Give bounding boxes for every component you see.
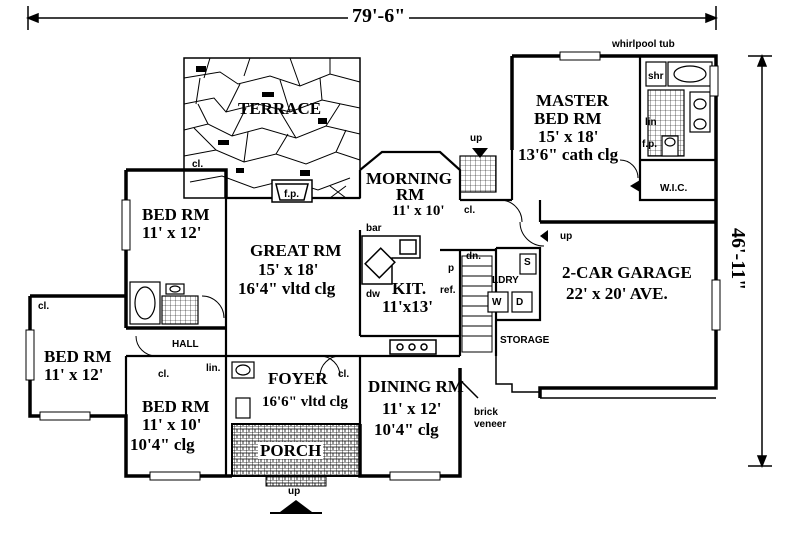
great-room-size: 15' x 18' bbox=[258, 260, 319, 279]
veneer-label: veneer bbox=[474, 419, 507, 430]
morning-label-1: MORNING bbox=[366, 169, 452, 188]
garage-size: 22' x 20' AVE. bbox=[566, 284, 668, 303]
master-lin-label: lin bbox=[645, 117, 657, 128]
dryer-label: D bbox=[516, 297, 524, 308]
laundry-label: LDRY bbox=[492, 275, 519, 286]
morning-label-2: RM bbox=[396, 185, 425, 204]
hall-bath-fixtures bbox=[129, 281, 199, 325]
terrace-fireplace bbox=[271, 179, 313, 203]
closet-stair-label: cl. bbox=[464, 205, 476, 216]
terrace-label: TERRACE bbox=[238, 99, 322, 118]
bed-w-label: BED RM bbox=[44, 347, 112, 366]
master-fp-label: f.p. bbox=[642, 139, 657, 150]
sink-label: S bbox=[524, 257, 531, 268]
great-room-label: GREAT RM bbox=[250, 241, 342, 260]
terrace-stone-pattern bbox=[183, 57, 361, 199]
kitchen-size: 11'x13' bbox=[382, 297, 434, 316]
master-bed-label-1: MASTER bbox=[536, 91, 609, 110]
brick-label: brick bbox=[474, 407, 498, 418]
shower-label: shr bbox=[648, 71, 664, 82]
width-dimension-label: 79'-6" bbox=[348, 6, 410, 26]
dining-size: 11' x 12' bbox=[382, 399, 442, 418]
chimney bbox=[459, 155, 497, 193]
wic-label: W.I.C. bbox=[660, 183, 688, 194]
refrigerator-label: ref. bbox=[440, 285, 456, 296]
entry-arrow-icon bbox=[280, 500, 312, 512]
hall-linen-label: lin. bbox=[206, 363, 221, 374]
dining-label: DINING RM bbox=[368, 377, 464, 396]
stair-down-label: dn. bbox=[466, 251, 481, 262]
bed-s-ceiling: 10'4" clg bbox=[130, 435, 195, 454]
laundry-fixtures bbox=[487, 253, 537, 313]
garage-up-label: up bbox=[560, 231, 573, 242]
master-bath-fixtures bbox=[645, 61, 713, 157]
bar-label: bar bbox=[366, 223, 382, 234]
storage-label: STORAGE bbox=[500, 335, 550, 346]
porch-step bbox=[265, 475, 327, 487]
closet-foyer-label: cl. bbox=[338, 369, 350, 380]
depth-dimension-label: 46'-11" bbox=[727, 224, 749, 295]
stair-up-label: up bbox=[470, 133, 483, 144]
garage-label: 2-CAR GARAGE bbox=[562, 263, 692, 282]
bed-nw-size: 11' x 12' bbox=[142, 223, 202, 242]
closet-nw-label: cl. bbox=[192, 159, 204, 170]
powder-room-fixtures bbox=[231, 361, 255, 419]
overall-depth-dimension bbox=[748, 53, 772, 469]
foyer-ceiling: 16'6" vltd clg bbox=[262, 394, 348, 410]
kitchen-island bbox=[361, 235, 437, 355]
hall-label: HALL bbox=[172, 339, 199, 350]
dining-ceiling: 10'4" clg bbox=[374, 420, 439, 439]
dishwasher-label: dw bbox=[366, 289, 380, 300]
master-bed-label-2: BED RM bbox=[534, 109, 602, 128]
master-bed-ceiling: 13'6" cath clg bbox=[518, 145, 619, 164]
closet-w-label: cl. bbox=[38, 301, 50, 312]
great-room-ceiling: 16'4" vltd clg bbox=[238, 279, 336, 298]
garage-up-arrow-icon bbox=[540, 230, 548, 242]
pantry-label: p bbox=[448, 263, 455, 274]
door-swings bbox=[135, 159, 639, 377]
master-bed-size: 15' x 18' bbox=[538, 127, 599, 146]
closet-bed-s-label: cl. bbox=[158, 369, 170, 380]
stair-up-arrow-icon bbox=[472, 148, 488, 158]
bed-s-size: 11' x 10' bbox=[142, 415, 202, 434]
kitchen-label: KIT. bbox=[392, 279, 427, 298]
foyer-label: FOYER bbox=[268, 369, 328, 388]
porch-label: PORCH bbox=[258, 441, 324, 460]
bed-w-size: 11' x 12' bbox=[44, 365, 104, 384]
terrace-fp-label: f.p. bbox=[284, 189, 299, 200]
whirlpool-tub-label: whirlpool tub bbox=[612, 39, 675, 50]
garage-steps bbox=[459, 356, 716, 399]
morning-size: 11' x 10' bbox=[392, 203, 445, 219]
master-closet-arrow-icon bbox=[630, 180, 640, 192]
windows bbox=[25, 51, 721, 481]
bed-s-label: BED RM bbox=[142, 397, 210, 416]
bed-nw-label: BED RM bbox=[142, 205, 210, 224]
washer-label: W bbox=[492, 297, 502, 308]
porch-up-label: up bbox=[288, 486, 301, 497]
